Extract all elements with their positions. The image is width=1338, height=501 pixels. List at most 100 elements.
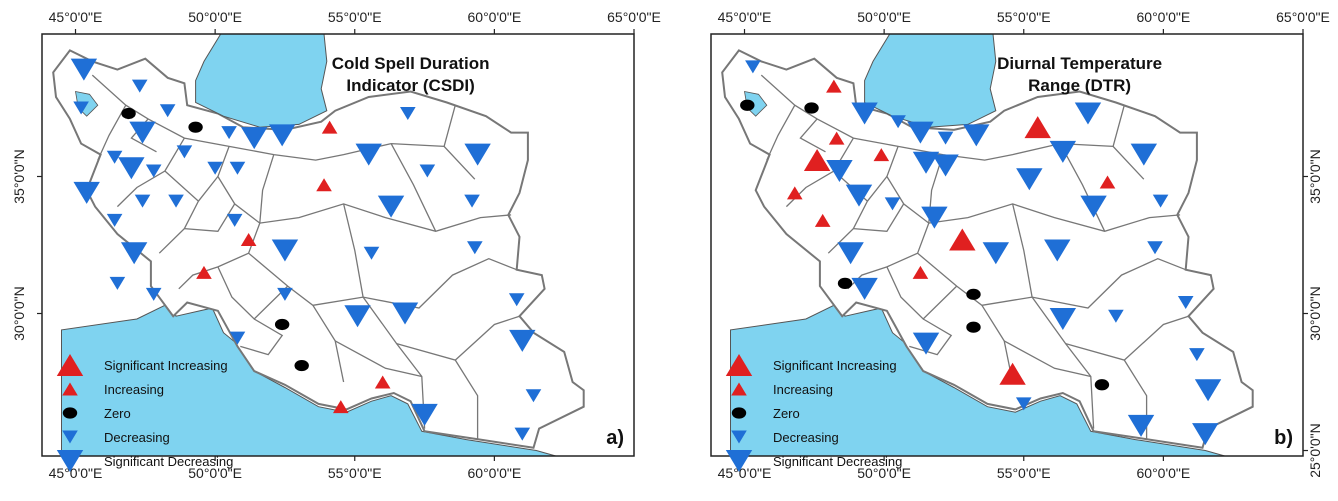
station-marker-sig-dec <box>982 242 1010 265</box>
station-marker-inc <box>240 233 257 247</box>
top-tick-label: 45°0'0"E <box>718 9 772 25</box>
legend-symbol-inc <box>731 382 747 396</box>
station-marker-sig-dec <box>1049 307 1077 330</box>
province-border <box>312 257 517 309</box>
province-border <box>866 176 888 202</box>
province-border <box>886 266 958 320</box>
province-border <box>909 318 953 356</box>
province-border <box>1003 340 1091 378</box>
station-marker-inc <box>332 400 349 414</box>
province-border <box>396 342 479 440</box>
province-border <box>443 105 456 147</box>
bottom-tick-label: 50°0'0"E <box>188 465 242 481</box>
station-marker-sig-dec <box>1194 379 1222 402</box>
station-marker-inc <box>316 178 332 192</box>
station-marker-sig-inc <box>999 362 1026 385</box>
station-marker-dec <box>937 131 954 145</box>
province-border <box>217 266 289 320</box>
province-border <box>766 104 796 161</box>
bottom-tick-label: 45°0'0"E <box>49 465 103 481</box>
province-border <box>334 340 422 378</box>
station-marker-zero <box>966 288 981 300</box>
station-marker-inc <box>374 375 391 389</box>
province-border <box>454 315 520 361</box>
station-marker-sig-dec <box>344 305 371 328</box>
station-marker-sig-inc <box>1024 116 1051 139</box>
station-marker-dec <box>1152 194 1169 208</box>
station-marker-sig-dec <box>268 124 296 147</box>
station-marker-zero <box>804 102 819 114</box>
station-marker-sig-dec <box>912 332 940 355</box>
station-marker-sig-dec <box>837 242 864 265</box>
station-marker-sig-dec <box>845 184 873 207</box>
station-marker-sig-dec <box>241 127 268 150</box>
station-marker-zero <box>1094 379 1110 391</box>
station-marker-sig-dec <box>1080 195 1107 218</box>
station-marker-sig-dec <box>73 181 100 204</box>
bottom-tick-label: 50°0'0"E <box>857 465 911 481</box>
province-border <box>390 143 437 232</box>
station-marker-dec <box>525 389 542 403</box>
legend-label: Significant Increasing <box>773 358 897 373</box>
station-marker-sig-dec <box>391 302 419 325</box>
legend-symbol-inc <box>62 382 78 396</box>
station-marker-dec <box>514 427 531 441</box>
province-border <box>342 203 364 298</box>
legend-label: Increasing <box>773 382 833 397</box>
station-marker-dec <box>467 241 483 255</box>
station-marker-sig-dec <box>851 102 878 125</box>
province-border <box>184 203 236 232</box>
province-border <box>853 203 905 232</box>
right-tick-label: 30°0'0"N <box>1307 286 1323 341</box>
province-border <box>1123 315 1189 361</box>
province-border <box>97 104 127 161</box>
legend-symbol-zero <box>62 407 78 419</box>
province-border <box>1112 105 1125 147</box>
legend-symbol-zero <box>731 407 747 419</box>
station-marker-sig-dec <box>932 154 959 177</box>
map-title-line1: Cold Spell Duration <box>332 54 490 73</box>
station-marker-sig-dec <box>1074 102 1102 125</box>
station-marker-sig-inc <box>803 149 831 172</box>
station-marker-sig-dec <box>1127 414 1155 437</box>
top-tick-label: 55°0'0"E <box>997 9 1051 25</box>
station-marker-sig-dec <box>464 143 491 166</box>
station-marker-dec <box>168 194 184 208</box>
province-border <box>1011 203 1033 298</box>
station-marker-dec <box>400 106 416 120</box>
station-marker-dec <box>508 293 525 307</box>
bottom-tick-label: 55°0'0"E <box>997 465 1051 481</box>
legend-label: Significant Decreasing <box>773 454 902 469</box>
station-marker-sig-dec <box>921 206 948 229</box>
top-tick-label: 55°0'0"E <box>328 9 382 25</box>
station-marker-dec <box>159 104 176 118</box>
station-marker-inc <box>828 131 845 145</box>
station-marker-dec <box>226 213 243 227</box>
station-marker-sig-inc <box>949 228 976 251</box>
station-marker-dec <box>419 164 436 178</box>
legend-symbol-sig-dec <box>725 450 753 472</box>
province-border <box>158 170 200 254</box>
legend-label: Zero <box>773 406 800 421</box>
province-border <box>259 154 275 224</box>
station-marker-inc <box>814 213 831 227</box>
map-title-line2: Range (DTR) <box>1028 76 1131 95</box>
station-marker-dec <box>884 197 901 211</box>
station-marker-dec <box>745 60 761 74</box>
legend-label: Decreasing <box>104 430 170 445</box>
top-tick-label: 50°0'0"E <box>188 9 242 25</box>
station-marker-zero <box>274 318 290 331</box>
caspian-sea-water <box>864 33 997 128</box>
province-border <box>981 257 1186 309</box>
right-tick-label: 25°0'0"N <box>1307 423 1323 478</box>
station-marker-sig-dec <box>118 157 145 180</box>
top-tick-label: 65°0'0"E <box>607 9 661 25</box>
province-border <box>116 137 185 208</box>
station-marker-dec <box>106 213 123 227</box>
map-frame <box>41 33 635 457</box>
station-marker-inc <box>786 186 803 200</box>
legend-label: Decreasing <box>773 430 839 445</box>
